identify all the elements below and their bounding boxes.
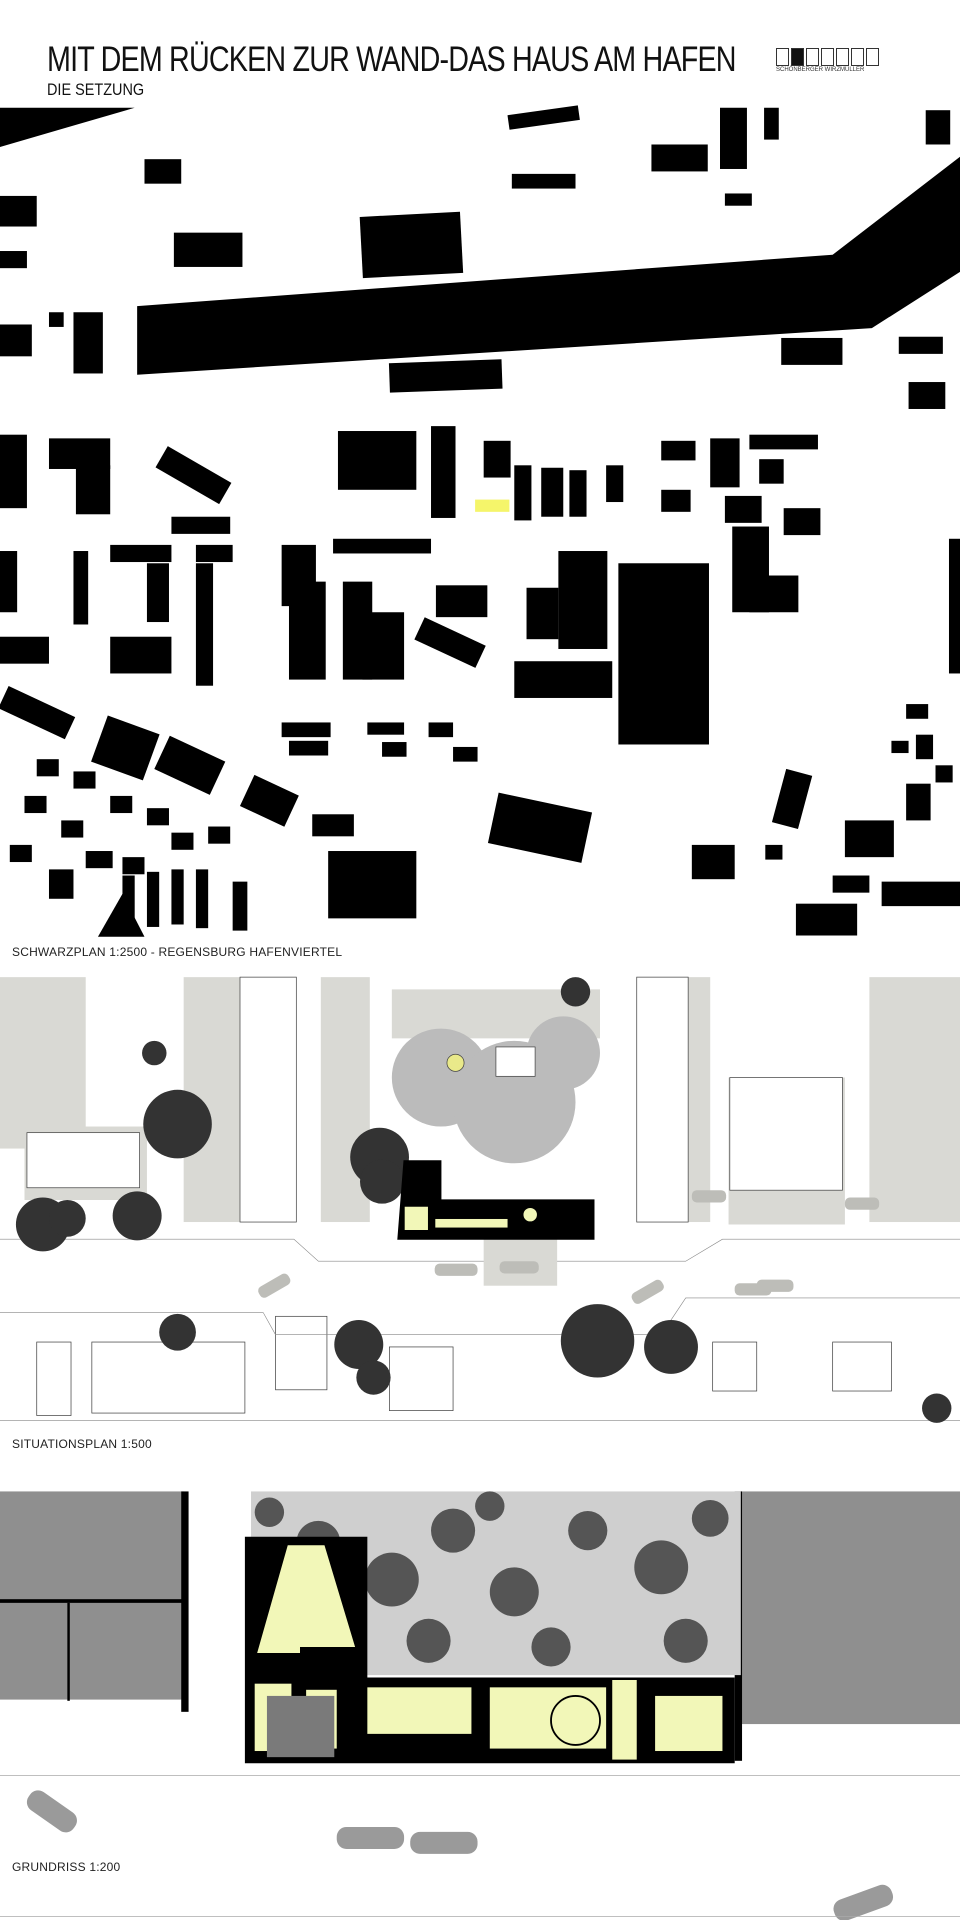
poster-subtitle: DIE SETZUNG [47, 80, 145, 99]
grundriss [0, 1491, 960, 1920]
logo-text: SCHÖNBERGER WIRZMÜLLER [776, 67, 865, 73]
schwarzplan-figure-ground [0, 105, 960, 937]
situationsplan [0, 976, 960, 1423]
logo-boxes [776, 48, 891, 66]
poster-title: MIT DEM RÜCKEN ZUR WAND-DAS HAUS AM HAFE… [47, 40, 737, 79]
caption-situationsplan: SITUATIONSPLAN 1:500 [12, 1437, 152, 1451]
caption-schwarzplan: SCHWARZPLAN 1:2500 - REGENSBURG HAFENVIE… [12, 945, 343, 959]
office-logo: SCHÖNBERGER WIRZMÜLLER [776, 48, 891, 73]
caption-grundriss: GRUNDRISS 1:200 [12, 1860, 121, 1874]
project-site-highlight [475, 499, 510, 512]
